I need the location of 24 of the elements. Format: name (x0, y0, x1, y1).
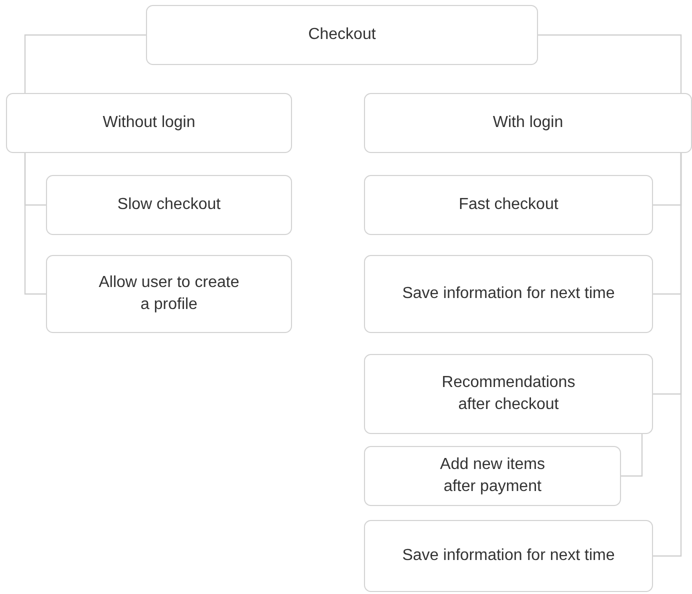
node-label: With login (492, 113, 564, 134)
node-box (46, 255, 292, 333)
node-box (364, 255, 653, 333)
node-label: Checkout (308, 25, 376, 46)
node-box (364, 520, 653, 592)
node-label: Save information for next time (402, 284, 615, 304)
connector-line (24, 153, 46, 295)
node-label: Fast checkout (458, 195, 558, 216)
node-label: Save information for next time (402, 546, 615, 566)
node-box (146, 5, 538, 65)
connector-line (621, 434, 643, 477)
node-label: Without login (102, 113, 196, 134)
node-label: Add new items after payment (439, 455, 546, 497)
node-box (6, 93, 292, 153)
connector-line (538, 34, 682, 93)
node-box (364, 175, 653, 235)
node-box (46, 175, 292, 235)
node-label: Slow checkout (117, 195, 221, 216)
node-box (364, 446, 621, 506)
connector-line (24, 34, 146, 93)
node-box (364, 93, 692, 153)
node-label: Recommendations after checkout (440, 373, 576, 415)
node-label: Allow user to create a profile (98, 273, 240, 315)
node-box (364, 354, 653, 434)
